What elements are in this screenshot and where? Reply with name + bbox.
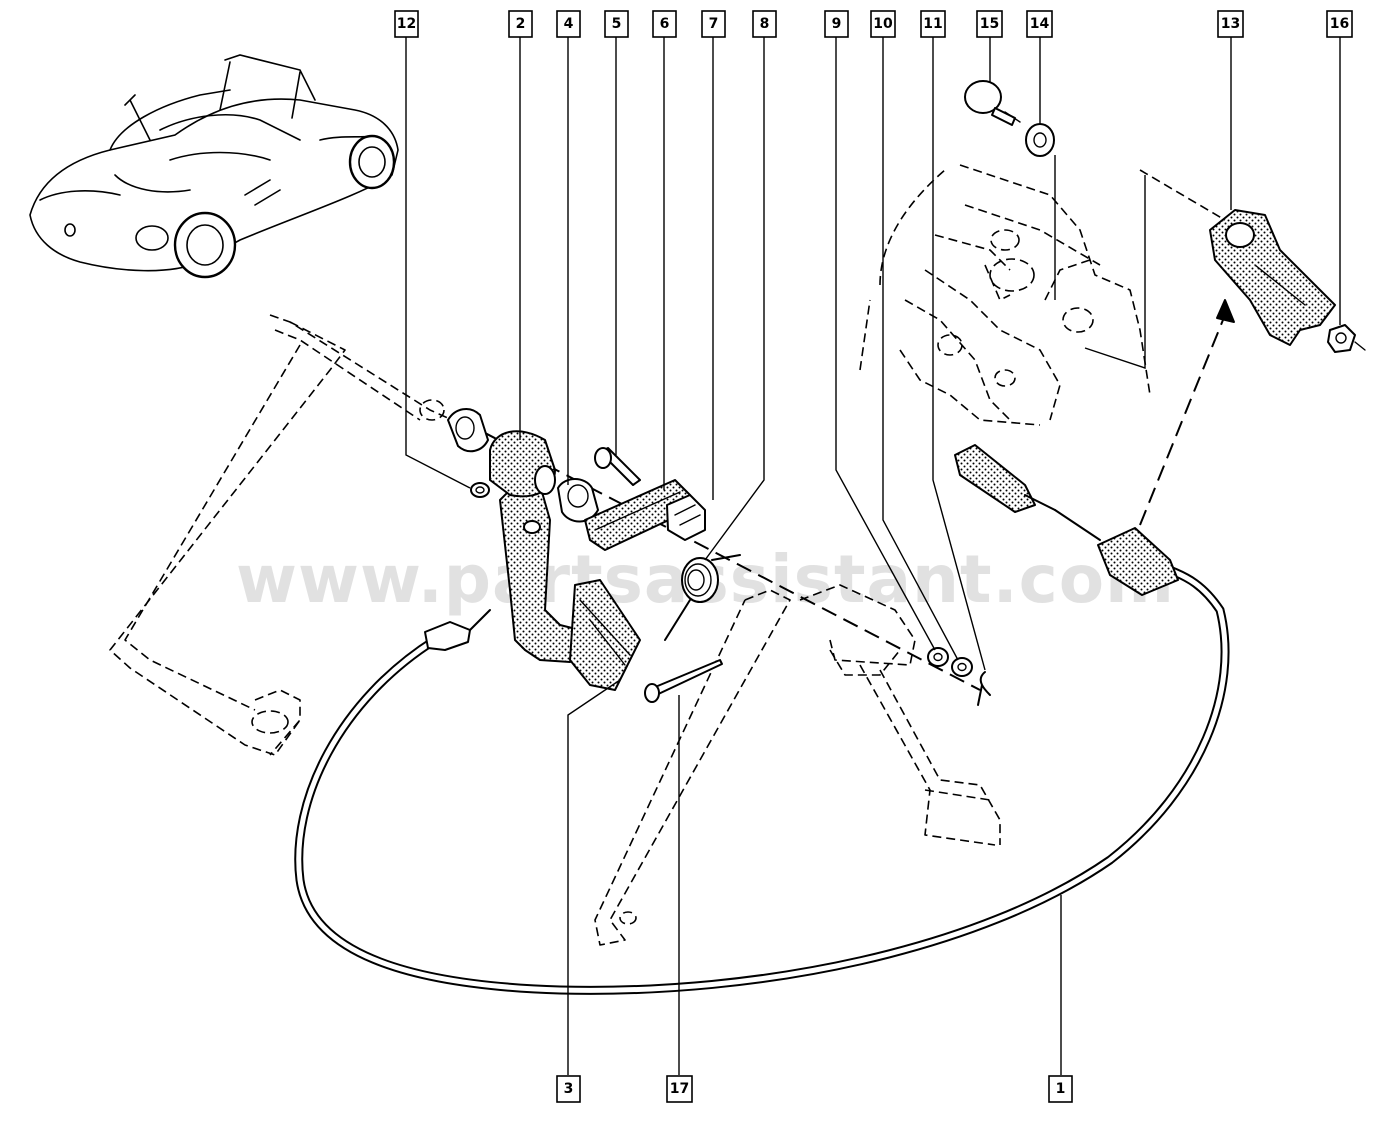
retaining-clip — [666, 494, 706, 541]
svg-text:8: 8 — [760, 16, 770, 32]
cable-bracket — [1209, 209, 1336, 346]
clutch-pedal — [489, 430, 641, 691]
svg-text:5: 5 — [612, 16, 622, 32]
callout-8: 8 — [752, 10, 777, 38]
svg-text:7: 7 — [709, 16, 719, 32]
callout-1: 1 — [1048, 1075, 1073, 1103]
dashed-pedal-bracket — [109, 314, 471, 756]
callout-2: 2 — [508, 10, 533, 38]
bulkhead-bolt — [964, 80, 1021, 126]
svg-text:9: 9 — [832, 16, 842, 32]
callout-9: 9 — [824, 10, 849, 38]
assembly-arrow-line — [1139, 314, 1226, 526]
callout-14: 14 — [1026, 10, 1053, 38]
callout-10: 10 — [870, 10, 896, 38]
pivot-bolt — [594, 447, 641, 486]
callout-3: 3 — [556, 1075, 581, 1103]
callout-12: 12 — [394, 10, 419, 38]
callout-5: 5 — [604, 10, 629, 38]
dashed-brake-pedal — [594, 584, 1001, 946]
callout-13: 13 — [1217, 10, 1244, 38]
return-spring — [664, 554, 741, 641]
stop-pin — [644, 659, 723, 703]
svg-text:1: 1 — [1056, 1081, 1066, 1097]
callout-15: 15 — [976, 10, 1003, 38]
callout-7: 7 — [701, 10, 726, 38]
callout-11: 11 — [920, 10, 946, 38]
bulkhead-washer — [1025, 123, 1055, 157]
svg-text:13: 13 — [1221, 16, 1240, 32]
svg-text:12: 12 — [397, 16, 416, 32]
pivot-bushing-left — [447, 408, 489, 453]
svg-text:16: 16 — [1330, 16, 1349, 32]
svg-text:14: 14 — [1030, 16, 1050, 32]
roadster-car-icon — [29, 54, 399, 279]
clip-washer — [470, 482, 490, 498]
assembly-arrowhead — [1216, 299, 1235, 323]
svg-text:6: 6 — [660, 16, 670, 32]
clutch-cable — [294, 444, 1230, 995]
callout-4: 4 — [556, 10, 581, 38]
svg-text:15: 15 — [980, 16, 999, 32]
e-clip — [977, 671, 991, 706]
svg-text:11: 11 — [923, 16, 942, 32]
callout-6: 6 — [652, 10, 677, 38]
callout-17: 17 — [666, 1075, 693, 1103]
callout-16: 16 — [1326, 10, 1353, 38]
svg-text:10: 10 — [873, 16, 893, 32]
bracket-leader-dashed — [1139, 169, 1226, 221]
svg-text:17: 17 — [670, 1081, 689, 1097]
washer-pair — [927, 647, 973, 677]
svg-text:4: 4 — [564, 16, 574, 32]
bracket-nut — [1327, 324, 1366, 353]
leader-lines — [405, 37, 1341, 1075]
dashed-bulkhead — [859, 164, 1151, 426]
svg-text:3: 3 — [564, 1081, 574, 1097]
pedal-bush — [557, 478, 599, 523]
svg-text:2: 2 — [516, 16, 526, 32]
